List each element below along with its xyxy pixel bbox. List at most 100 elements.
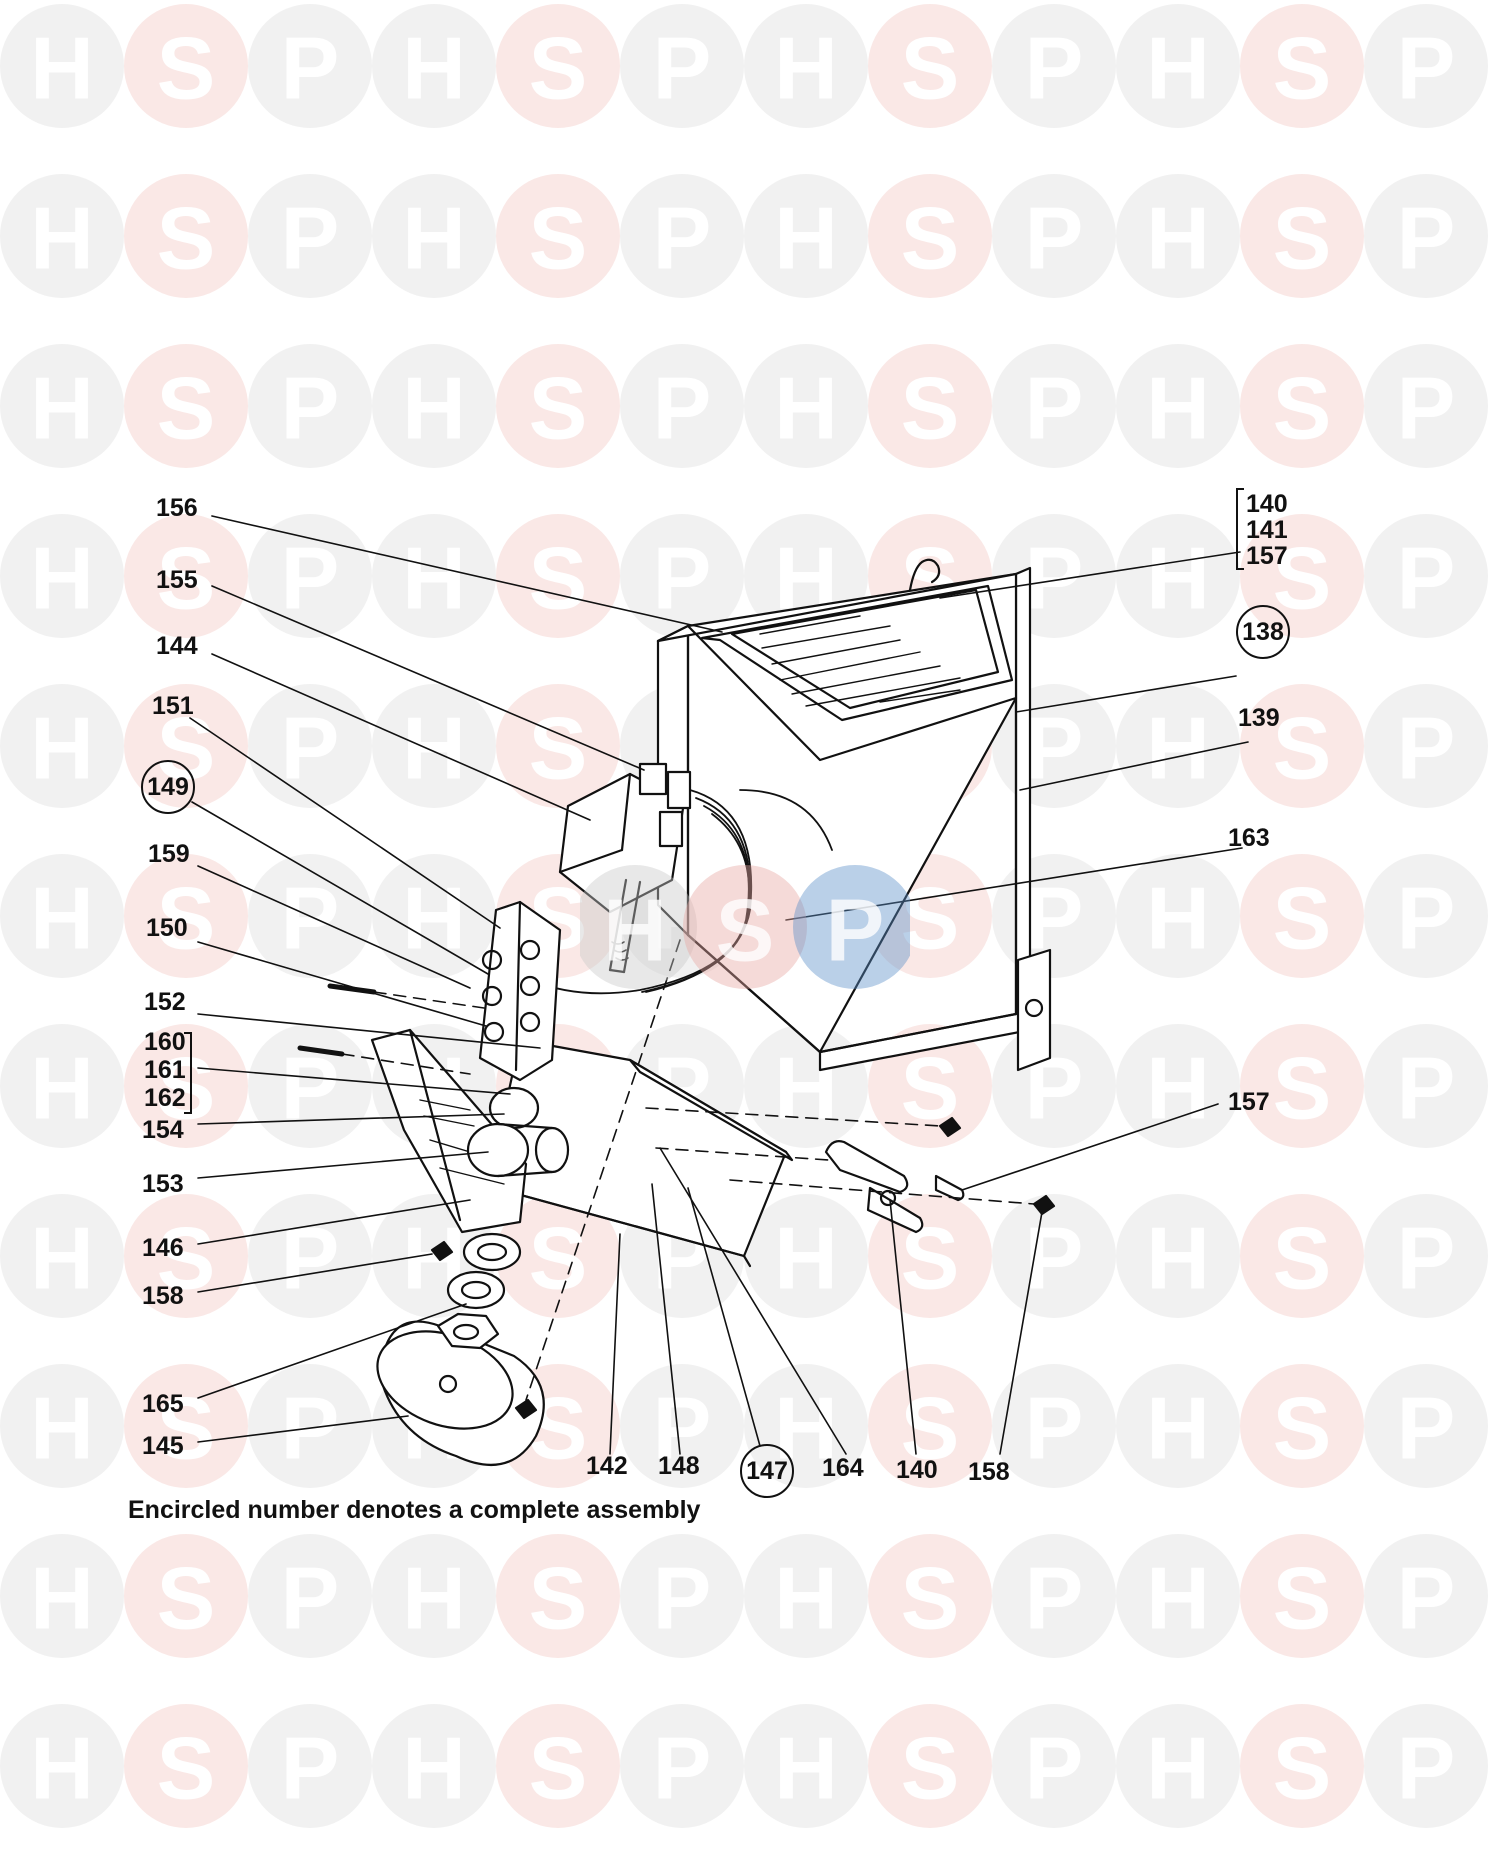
svg-text:P: P: [826, 881, 885, 980]
watermark-tile-s: S: [496, 1194, 620, 1318]
svg-text:P: P: [281, 869, 340, 968]
watermark-tile-h: H: [372, 854, 496, 978]
watermark-tile-p: P: [1364, 1534, 1488, 1658]
watermark-tile-s: S: [496, 1704, 620, 1828]
watermark-tile-h: H: [744, 1534, 868, 1658]
svg-text:P: P: [653, 1549, 712, 1648]
watermark-tile-p: P: [620, 1364, 744, 1488]
svg-text:S: S: [157, 19, 216, 118]
watermark-tile-p: P: [992, 1704, 1116, 1828]
watermark-tile-s: S: [1240, 344, 1364, 468]
base-plate: [486, 1038, 794, 1268]
watermark-tile-p: P: [620, 1534, 744, 1658]
callout-146: 146: [142, 1234, 184, 1262]
svg-text:S: S: [157, 1719, 216, 1818]
wiring-harness: [529, 789, 833, 995]
watermark-tile-h: H: [1116, 854, 1240, 978]
watermark-tile-h: H: [372, 174, 496, 298]
label-plate: [656, 558, 1018, 762]
svg-text:H: H: [774, 189, 838, 288]
svg-text:S: S: [529, 19, 588, 118]
washers-and-nut: [436, 1232, 522, 1350]
watermark-tile-s: S: [124, 4, 248, 128]
watermark-tile-h: H: [372, 514, 496, 638]
watermark-tile-p: P: [992, 1534, 1116, 1658]
watermark-tile-p: P: [1364, 1194, 1488, 1318]
svg-text:H: H: [30, 19, 94, 118]
bracket-160-162: [184, 1032, 192, 1114]
watermark-tile-h: H: [1116, 4, 1240, 128]
switch-assembly: [558, 762, 692, 974]
svg-text:P: P: [1025, 1379, 1084, 1478]
watermark-tile-p: P: [992, 174, 1116, 298]
svg-text:P: P: [1397, 1719, 1456, 1818]
svg-text:S: S: [1273, 1549, 1332, 1648]
watermark-tile-s: S: [496, 174, 620, 298]
svg-text:H: H: [1146, 869, 1210, 968]
watermark-tile-h: H: [0, 4, 124, 128]
watermark-tile-h: H: [0, 1534, 124, 1658]
watermark-tile-p: P: [248, 1534, 372, 1658]
watermark-tile-p: P: [1364, 1704, 1488, 1828]
svg-text:S: S: [529, 359, 588, 458]
callout-151: 151: [152, 692, 194, 720]
watermark-tile-s: S: [124, 344, 248, 468]
svg-text:S: S: [157, 529, 216, 628]
callout-140-top: 140: [1246, 490, 1288, 518]
svg-text:H: H: [1146, 1719, 1210, 1818]
watermark-tile-h: H: [744, 1194, 868, 1318]
watermark-tile-s: S: [124, 514, 248, 638]
svg-text:P: P: [281, 359, 340, 458]
watermark-tile-h: H: [1116, 174, 1240, 298]
svg-text:H: H: [1146, 529, 1210, 628]
watermark-tile-p: P: [992, 4, 1116, 128]
callout-156: 156: [156, 494, 198, 522]
watermark-tile-p: P: [248, 684, 372, 808]
watermark-tile-p: P: [620, 514, 744, 638]
svg-text:H: H: [30, 869, 94, 968]
watermark-tile-p: P: [992, 1364, 1116, 1488]
svg-text:P: P: [653, 1379, 712, 1478]
svg-text:S: S: [157, 359, 216, 458]
svg-text:H: H: [402, 699, 466, 798]
watermark-tile-s: S: [868, 1534, 992, 1658]
svg-text:S: S: [157, 189, 216, 288]
callout-165: 165: [142, 1390, 184, 1418]
front-bracket: [370, 1028, 528, 1234]
watermark-tile-h: H: [0, 854, 124, 978]
svg-text:P: P: [1397, 869, 1456, 968]
svg-text:S: S: [901, 359, 960, 458]
svg-text:H: H: [402, 529, 466, 628]
watermark-tile-p: P: [620, 174, 744, 298]
watermark-tile-p: P: [248, 1704, 372, 1828]
svg-text:H: H: [30, 699, 94, 798]
svg-text:P: P: [1025, 189, 1084, 288]
watermark-tile-h: H: [0, 514, 124, 638]
svg-text:P: P: [1025, 869, 1084, 968]
svg-text:S: S: [529, 189, 588, 288]
watermark-tile-p: P: [620, 4, 744, 128]
svg-text:S: S: [1273, 1379, 1332, 1478]
watermark-tile-p: P: [992, 344, 1116, 468]
watermark-tile-s: S: [868, 344, 992, 468]
watermark-tile-s: S: [124, 174, 248, 298]
callout-161: 161: [144, 1056, 186, 1084]
svg-text:P: P: [1397, 1209, 1456, 1308]
svg-text:S: S: [901, 19, 960, 118]
watermark-tile-p: P: [620, 344, 744, 468]
watermark-tile-p: P: [248, 344, 372, 468]
watermark-tile-h: H: [0, 1704, 124, 1828]
svg-text:P: P: [653, 529, 712, 628]
watermark-tile-h: H: [0, 344, 124, 468]
svg-text:S: S: [1273, 189, 1332, 288]
svg-text:H: H: [1146, 189, 1210, 288]
watermark-tile-s: S: [496, 4, 620, 128]
watermark-tile-s: S: [1240, 1024, 1364, 1148]
svg-text:H: H: [603, 881, 667, 980]
callout-157-top: 157: [1246, 542, 1288, 570]
svg-text:H: H: [30, 1719, 94, 1818]
watermark-tile-h: H: [1116, 1024, 1240, 1148]
callout-142: 142: [586, 1452, 628, 1480]
svg-text:S: S: [1273, 359, 1332, 458]
